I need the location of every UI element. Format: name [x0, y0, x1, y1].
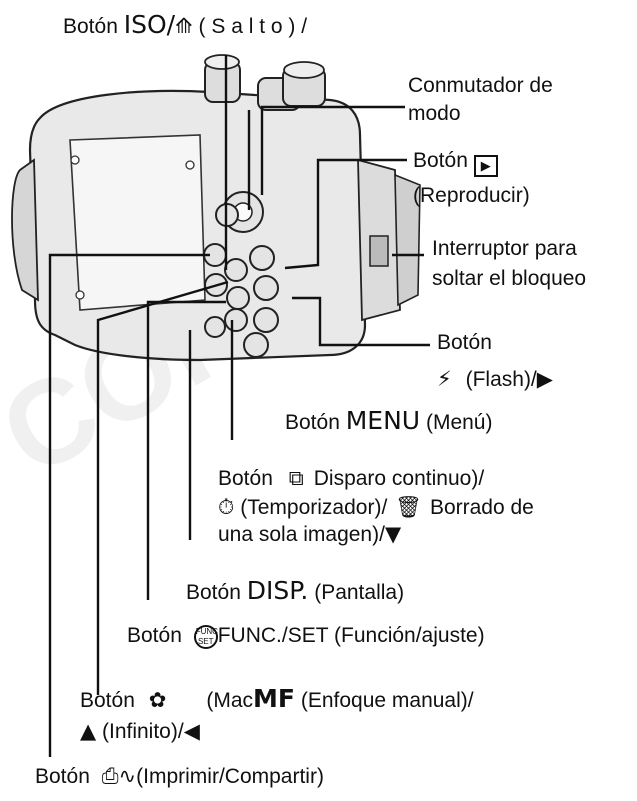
- mode-line1: Conmutador de: [408, 74, 553, 97]
- print-share-icon: ⎙∿: [101, 764, 137, 788]
- continuous-button-label: Botón ⧉ Disparo continuo)/ ⏱ (Temporizado…: [218, 465, 534, 548]
- continuous-shooting-icon: ⧉: [288, 466, 304, 490]
- flash-icon: ⚡: [437, 367, 452, 391]
- flash-button-label: Botón ⚡ (Flash)/▶: [437, 330, 553, 393]
- jump-icon: ⟰: [175, 14, 193, 38]
- erase-icon: 🗑: [395, 495, 422, 519]
- jump-text: ( S a l t o ) /: [198, 15, 308, 38]
- func-text: FUNC./SET (Función/ajuste): [217, 624, 485, 647]
- camera-housing: [11, 54, 421, 362]
- macro-text1: (Mac: [206, 689, 254, 712]
- menu-button-label: Botón MENU (Menú): [285, 408, 492, 436]
- macro-text2: (Enfoque manual)/: [300, 689, 474, 712]
- playback-prefix: Botón: [413, 149, 468, 172]
- disp-prefix: Botón: [186, 581, 241, 604]
- self-timer-icon: ⏱: [218, 495, 235, 519]
- menu-suffix: (Menú): [425, 411, 493, 434]
- iso-button-label: Botón ISO/⟰ ( S a l t o ) /: [63, 12, 307, 40]
- menu-prefix: Botón: [285, 411, 340, 434]
- continuous-text1: Disparo continuo)/: [313, 467, 485, 490]
- continuous-prefix: Botón: [218, 467, 273, 490]
- func-prefix: Botón: [127, 624, 182, 647]
- continuous-text2: (Temporizador)/: [240, 496, 388, 519]
- print-text: (Imprimir/Compartir): [136, 765, 324, 788]
- mode-line2: modo: [408, 102, 461, 125]
- left-arrow-icon: ◀: [183, 719, 200, 743]
- iso-text: ISO/: [123, 10, 176, 39]
- macro-mf: MF: [253, 684, 295, 713]
- macro-prefix: Botón: [80, 689, 135, 712]
- mode-switch-label: Conmutador de modo: [408, 73, 553, 127]
- flash-line1: Botón: [437, 331, 492, 354]
- disp-suffix: (Pantalla): [314, 581, 405, 604]
- right-arrow-icon: ▶: [536, 367, 553, 391]
- playback-icon: ▶: [473, 155, 498, 177]
- print-prefix: Botón: [35, 765, 90, 788]
- leader-lines: [48, 55, 430, 757]
- macro-line2: (Infinito)/: [102, 720, 184, 743]
- disp-text: DISP.: [246, 576, 309, 605]
- menu-text: MENU: [345, 406, 421, 435]
- macro-button-label: Botón ✿ (MacMF (Enfoque manual)/ ▲ (Infin…: [80, 686, 474, 745]
- print-button-label: Botón ⎙∿(Imprimir/Compartir): [35, 763, 324, 790]
- disp-button-label: Botón DISP. (Pantalla): [186, 578, 404, 606]
- iso-prefix: Botón: [63, 15, 118, 38]
- down-arrow-icon: ▼: [384, 522, 402, 546]
- macro-icon: ✿: [148, 688, 167, 712]
- lock-release-label: Interruptor para soltar el bloqueo: [432, 236, 586, 292]
- lock-line1: Interruptor para: [432, 237, 577, 260]
- continuous-line3: una sola imagen)/: [218, 523, 385, 546]
- playback-button-label: Botón ▶ (Reproducir): [413, 148, 530, 209]
- playback-line2: (Reproducir): [413, 184, 530, 207]
- flash-line2: (Flash)/: [465, 368, 537, 391]
- lock-line2: soltar el bloqueo: [432, 267, 587, 290]
- mountain-icon: ▲: [80, 719, 97, 743]
- continuous-text3: Borrado de: [429, 496, 534, 519]
